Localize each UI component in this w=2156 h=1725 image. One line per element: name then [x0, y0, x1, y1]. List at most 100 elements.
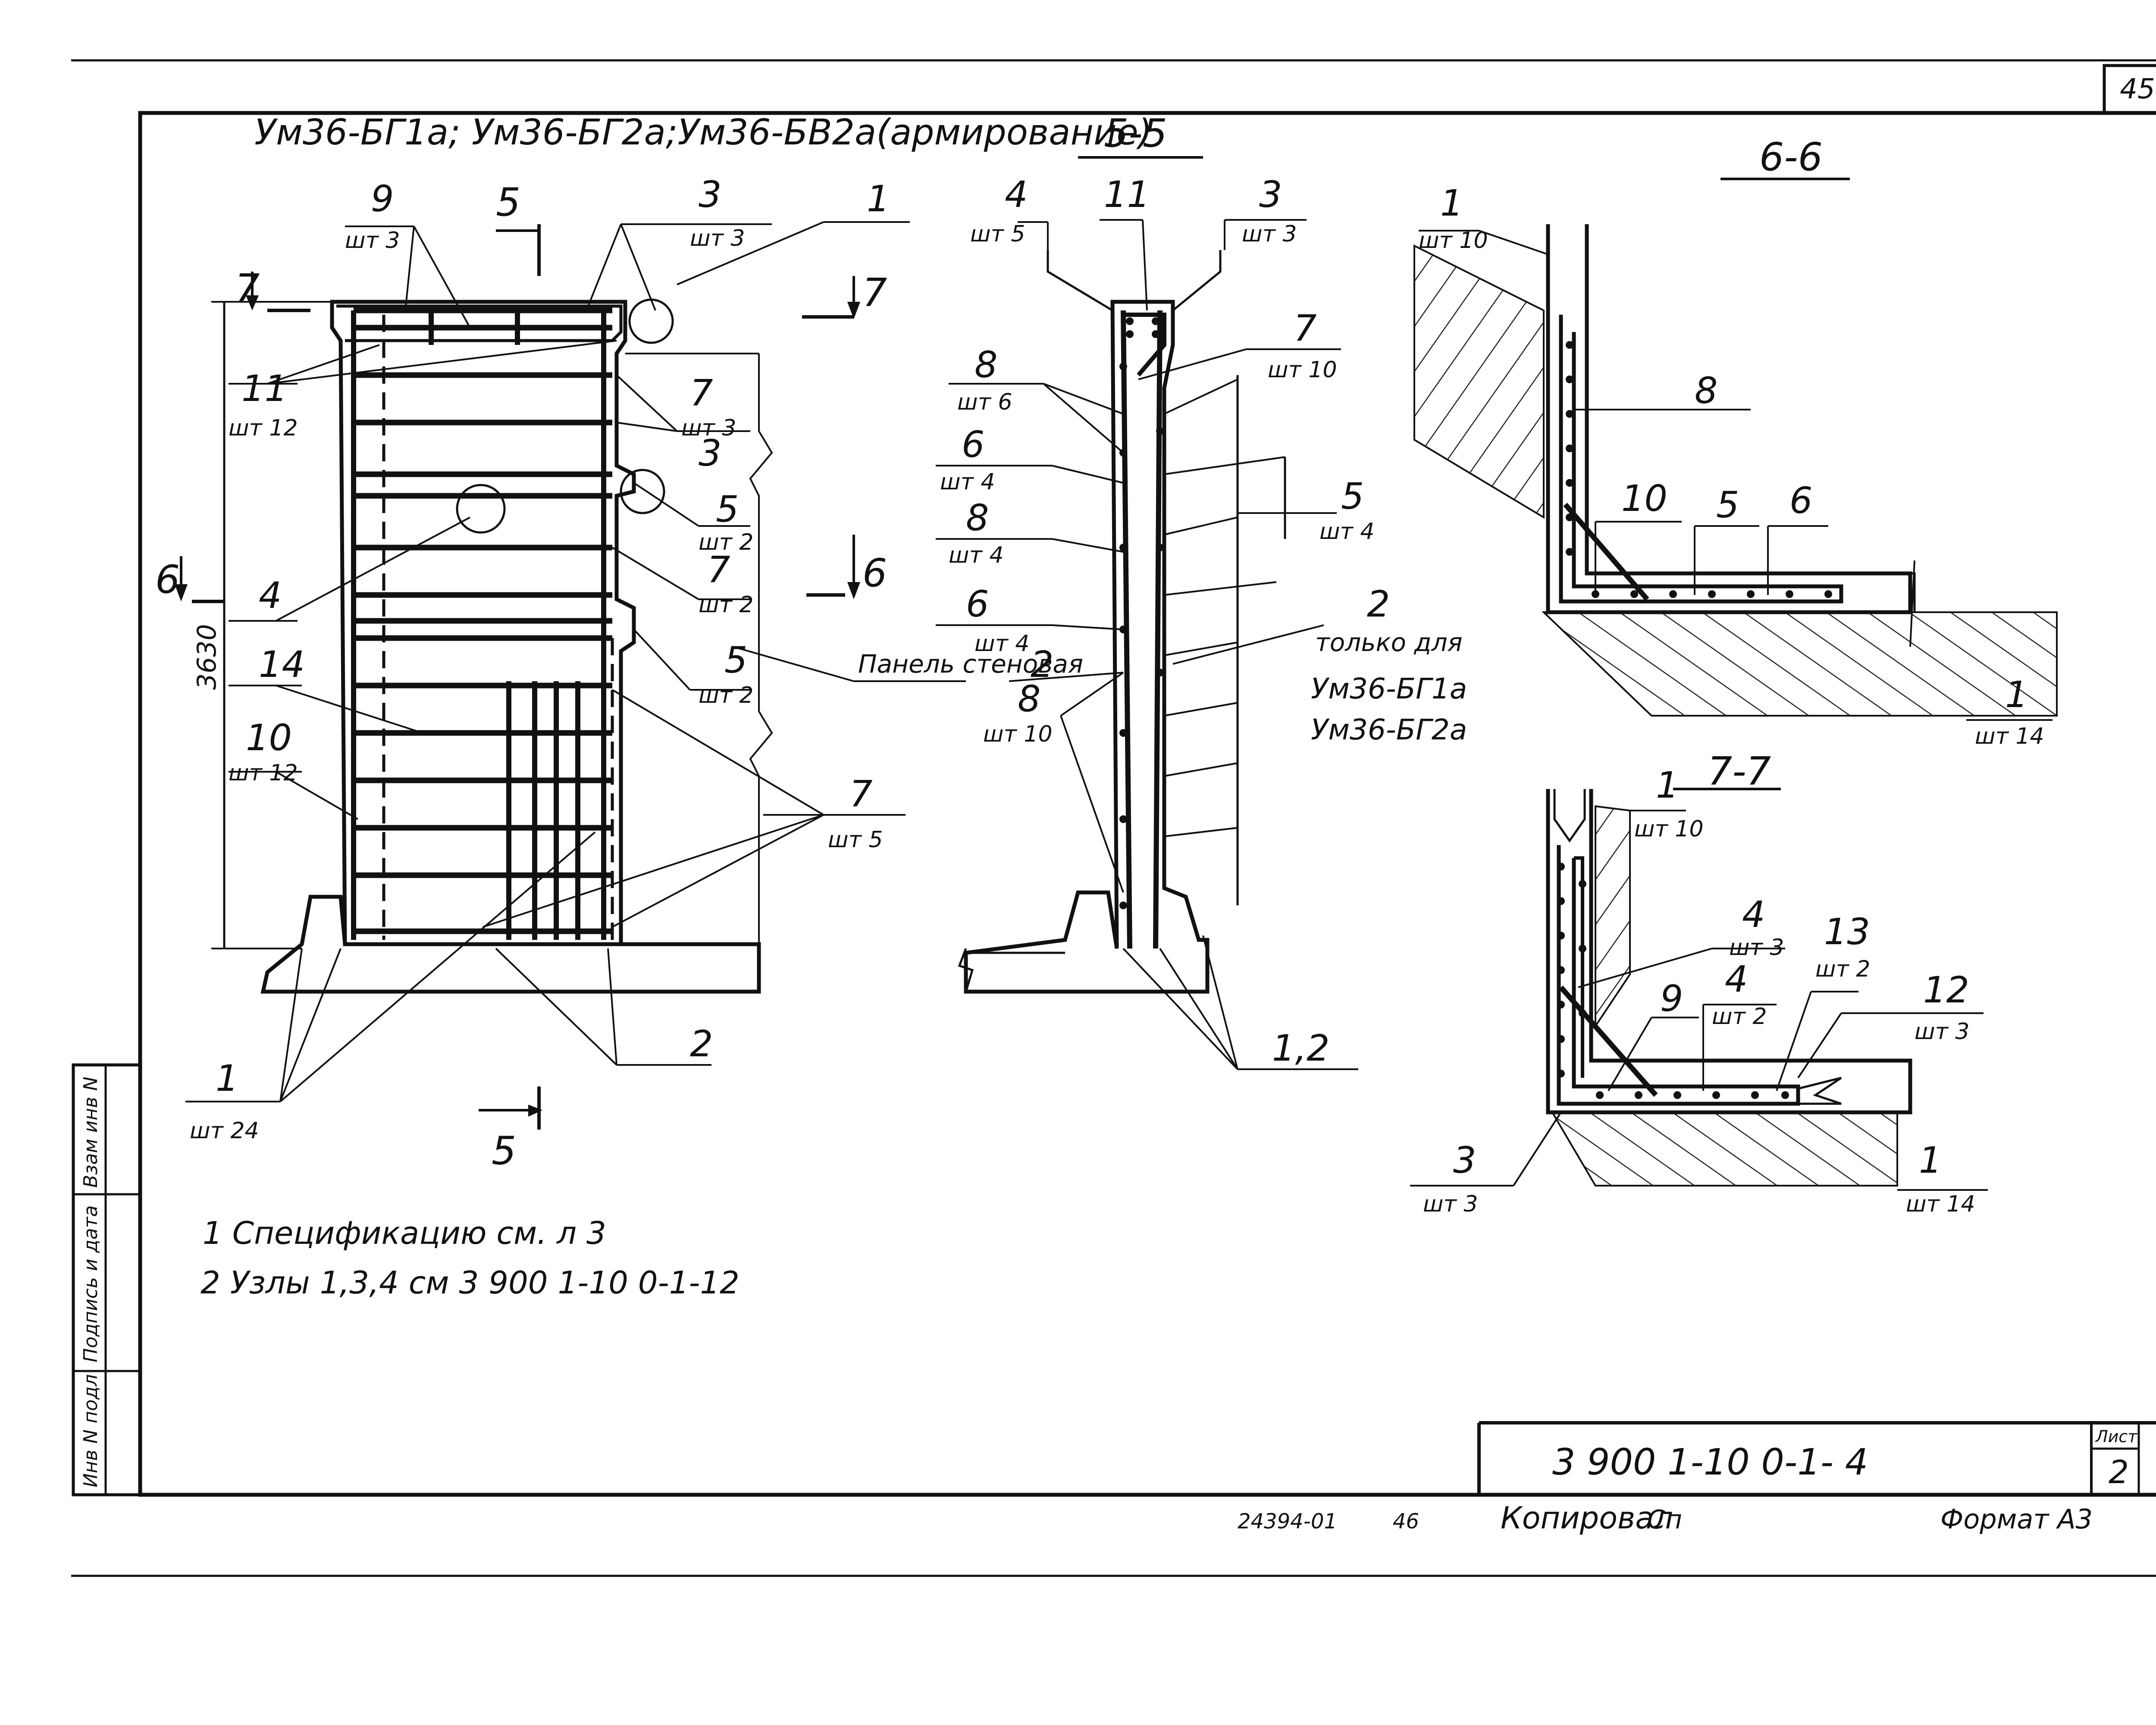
s55-label-8-a-qty: шт 6 — [957, 389, 1012, 415]
elev-label-3-top: 3 — [699, 173, 721, 216]
s66-label-1-bottom-qty: шт 14 — [1975, 723, 2044, 749]
section-7-7: 7-7 1 шт 10 — [1410, 749, 1988, 1217]
s66-label-6: 6 — [1789, 479, 1812, 522]
section-5-5-title: 5-5 — [1104, 111, 1167, 156]
archive-number: 24394-01 — [1238, 1509, 1337, 1534]
s55-label-11: 11 — [1104, 173, 1150, 216]
elev-label-5-b-qty: шт 2 — [699, 682, 754, 708]
s77-label-1-bottom-qty: шт 14 — [1906, 1191, 1975, 1217]
s55-label-3-qty: шт 3 — [1242, 221, 1297, 247]
s55-only-for-text: только для — [1315, 628, 1463, 657]
s77-label-9: 9 — [1660, 977, 1683, 1020]
s55-label-8-b: 8 — [966, 497, 989, 539]
elev-label-2: 2 — [690, 1023, 713, 1065]
s55-label-6-b: 6 — [966, 583, 989, 625]
s55-label-6-b-qty: шт 4 — [975, 631, 1030, 657]
elev-label-1-bottom: 1 — [216, 1057, 238, 1099]
elev-label-3-mid: 3 — [699, 432, 721, 474]
stamp-inv-no: Инв N подл — [80, 1374, 102, 1487]
elev-label-10-qty: шт 12 — [229, 760, 298, 786]
s55-label-5: 5 — [1341, 475, 1364, 517]
s55-label-8-a: 8 — [975, 344, 997, 386]
s55-label-7-qty: шт 10 — [1268, 357, 1337, 383]
s77-label-4-a-qty: шт 3 — [1729, 935, 1784, 961]
cut-7-left-label: 7 — [235, 266, 260, 311]
elev-label-5-b: 5 — [724, 639, 747, 681]
footer: 24394-01 46 Копировал Сп Формат А3 — [1238, 1500, 2093, 1536]
elev-label-11-qty: шт 12 — [229, 415, 298, 441]
section-5-5: 5-5 — [936, 111, 1467, 1070]
section-6-6-title: 6-6 — [1759, 135, 1823, 180]
s55-label-4: 4 — [1005, 173, 1028, 216]
s77-label-1-top-qty: шт 10 — [1634, 816, 1704, 842]
elev-label-7-c-qty: шт 5 — [828, 827, 883, 853]
elev-label-14: 14 — [259, 643, 305, 686]
section-6-6: 6-6 1 шт 10 8 — [1413, 135, 2058, 749]
s66-label-1-top-qty: шт 10 — [1419, 228, 1488, 254]
s77-label-13-qty: шт 2 — [1815, 956, 1871, 982]
elev-label-1-bottom-qty: шт 24 — [190, 1118, 259, 1144]
dimension-3630: 3630 — [192, 624, 222, 690]
s55-label-2: 2 — [1031, 643, 1053, 686]
wall-panel-note: Панель стеновая — [858, 649, 1083, 679]
s55-only-for-item-2: Ум36-БГ2а — [1311, 713, 1467, 746]
stamp-replace-inv-no: Взам инв N — [80, 1077, 102, 1188]
cut-5-top-label: 5 — [496, 180, 520, 225]
elev-label-3-top-qty: шт 3 — [690, 225, 745, 251]
s55-label-8-c: 8 — [1018, 678, 1040, 720]
s55-label-5-qty: шт 4 — [1319, 519, 1375, 545]
document-code: 3 900 1-10 0-1- 4 — [1552, 1441, 1868, 1483]
s55-label-6-a-qty: шт 4 — [940, 469, 995, 495]
elev-label-5-a-qty: шт 2 — [699, 529, 754, 555]
title-block: 3 900 1-10 0-1- 4 Лист 2 — [1477, 1421, 2156, 1495]
elev-label-7-b-qty: шт 2 — [699, 592, 754, 618]
s55-only-for-label: 2 — [1367, 583, 1390, 625]
s77-label-1-bottom: 1 — [1919, 1139, 1942, 1181]
cut-5-bottom-label: 5 — [492, 1128, 516, 1174]
copied-by: Копировал — [1501, 1500, 1673, 1536]
copied-sign: Сп — [1647, 1505, 1682, 1535]
elev-label-10: 10 — [246, 717, 292, 759]
cut-6-left-label: 6 — [155, 557, 180, 602]
s66-label-5: 5 — [1716, 484, 1739, 526]
s77-label-4-b: 4 — [1725, 958, 1748, 1000]
s66-label-8: 8 — [1695, 369, 1717, 412]
note-1: 1 Спецификацию см. л 3 — [203, 1215, 606, 1251]
s77-label-3: 3 — [1453, 1139, 1476, 1181]
sheet-label: Лист — [2095, 1427, 2138, 1446]
drawing-frame — [138, 111, 2156, 1497]
elev-label-11: 11 — [241, 367, 288, 410]
s55-label-7: 7 — [1294, 307, 1316, 349]
sheet-number-top: 45 — [2120, 73, 2155, 105]
elev-label-7-a-qty: шт 3 — [681, 415, 736, 441]
cut-7-right-label: 7 — [862, 270, 887, 316]
sheet-value: 2 — [2109, 1454, 2129, 1491]
main-title: Ум36-БГ1а; Ум36-БГ2а;Ум36-БВ2а(армирован… — [254, 112, 1152, 153]
sheet-number-box — [2103, 64, 2156, 115]
s66-label-1-bottom: 1 — [2005, 673, 2028, 716]
s55-label-8-c-qty: шт 10 — [983, 721, 1053, 747]
elev-label-7-c: 7 — [849, 773, 872, 815]
s77-label-4-a: 4 — [1742, 893, 1765, 936]
elevation-view: 3630 7 7 6 6 5 5 — [155, 173, 1083, 1174]
s55-only-for-item-1: Ум36-БГ1а — [1311, 672, 1467, 705]
s66-label-1-top: 1 — [1440, 182, 1463, 224]
side-stamp: Инв N подл Подпись и дата Взам инв N — [72, 1063, 142, 1496]
s55-label-1-2: 1,2 — [1272, 1027, 1330, 1069]
s55-label-6-a: 6 — [962, 423, 984, 466]
s77-label-13: 13 — [1824, 911, 1870, 953]
elev-label-7-a: 7 — [690, 372, 713, 414]
elev-label-7-b: 7 — [707, 548, 730, 591]
elev-label-9: 9 — [371, 178, 394, 220]
s55-label-3: 3 — [1259, 173, 1282, 216]
footer-page-number: 46 — [1393, 1509, 1419, 1534]
cut-6-right-label: 6 — [862, 551, 887, 596]
s55-label-8-b-qty: шт 4 — [949, 542, 1004, 568]
elev-label-1-top: 1 — [867, 178, 890, 220]
elev-label-4: 4 — [259, 574, 282, 617]
s66-label-10: 10 — [1621, 477, 1667, 520]
s55-label-4-qty: шт 5 — [970, 221, 1025, 247]
s77-label-1-top: 1 — [1656, 764, 1679, 806]
section-7-7-title: 7-7 — [1708, 749, 1771, 794]
